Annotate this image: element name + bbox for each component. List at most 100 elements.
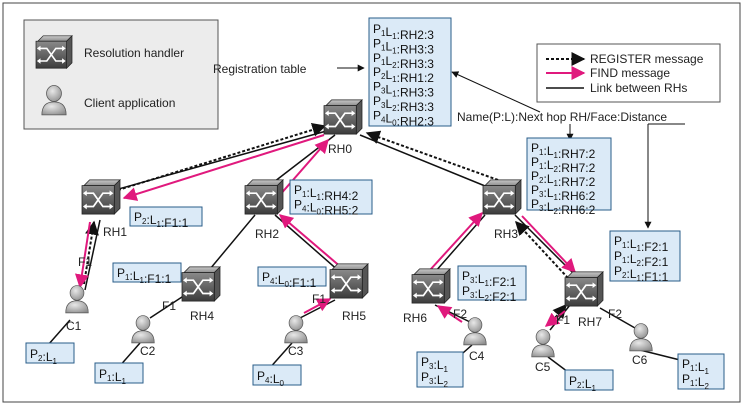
leader-c1 <box>47 319 71 346</box>
find-rh6-rh3 <box>429 211 483 271</box>
c2-tag-box <box>94 362 144 384</box>
c6-label: C6 <box>632 353 648 367</box>
c4-label: C4 <box>469 349 485 363</box>
register-rh3-rh0 <box>365 130 499 181</box>
link-rh0-rh1 <box>114 129 331 191</box>
client-tags-c4-line-0: P3:L1 <box>421 355 449 374</box>
rh2-icon <box>244 179 284 215</box>
rh6-label: RH6 <box>403 311 427 325</box>
find-c3-rh5 <box>303 298 332 314</box>
tables-rh7-line-0: P1:L1:F2:1 <box>614 234 669 254</box>
tables-rh5-line-0: P4:L0:F1:1 <box>262 270 317 290</box>
rh7-face-f1: F1 <box>556 313 570 327</box>
tables-rh3-line-1: P1:L2:RH7:2 <box>531 155 596 175</box>
c6-tag-box <box>677 353 725 390</box>
find-rh0-rh1 <box>122 134 325 201</box>
tables-rh2-line-0: P1:L1:RH4:2 <box>294 183 359 203</box>
rh7-icon <box>564 271 604 307</box>
c1-label: C1 <box>66 319 82 333</box>
tables-rh0-line-1: P1L1:RH3:3 <box>373 36 434 56</box>
rh1-icon <box>81 179 121 215</box>
client-tags-c4-line-1: P3:L2 <box>421 370 449 389</box>
find-rh5-rh2 <box>278 214 343 269</box>
rh4-icon <box>181 266 221 302</box>
rh0-label: RH0 <box>328 142 352 156</box>
leader-c6 <box>639 349 681 361</box>
rh4-table-box <box>112 262 182 283</box>
rh3-label: RH3 <box>494 227 518 241</box>
tables-rh6-line-0: P3:L1:F2:1 <box>462 269 517 289</box>
rh7-label: RH7 <box>578 315 602 329</box>
find-rh1-c1 <box>74 221 91 289</box>
name-format-label: Name(P:L):Next hop RH/Face:Distance <box>457 110 667 124</box>
rh5-table-box <box>257 266 327 287</box>
rh7-table-box <box>609 230 681 282</box>
rh2-table-box <box>289 179 373 215</box>
link-rh7-c6 <box>599 307 636 329</box>
client-tags-c3-line-0: P4:L0 <box>257 369 285 388</box>
rh4-label: RH4 <box>190 309 214 323</box>
table-boxes <box>25 17 725 391</box>
rh5-face-f1: F1 <box>312 292 326 306</box>
rh5-icon <box>329 263 369 299</box>
link-rh2-rh4 <box>204 214 256 276</box>
rh0-table-box <box>368 17 452 127</box>
annotation-arrows <box>337 64 685 229</box>
find-c4-rh6 <box>436 305 463 323</box>
tables-rh0-line-4: P3L1:RH3:3 <box>373 80 434 100</box>
legend-rh-label: Resolution handler <box>84 46 184 60</box>
rh6-icon <box>411 268 451 304</box>
link-rh0-rh3 <box>359 134 491 189</box>
c4-tag-box <box>416 351 464 388</box>
tables-rh0-line-5: P3L2:RH3:3 <box>373 94 434 114</box>
register-rh1-rh0 <box>117 123 327 191</box>
tables-rh3-line-0: P1:L1:RH7:2 <box>531 141 596 161</box>
legend-link-label: Link between RHs <box>590 81 687 95</box>
rh2-label: RH2 <box>255 227 279 241</box>
link-rh4-c2 <box>149 294 186 319</box>
c1-tag-box <box>25 342 75 364</box>
tables-rh0-line-6: P4L0:RH2:3 <box>373 108 434 128</box>
legend-client-label: Client application <box>84 96 175 110</box>
rh6-face-f2: F2 <box>453 307 467 321</box>
tables-rh7-line-2: P2:L1:F1:1 <box>614 264 669 284</box>
rh6-table-box <box>457 265 527 301</box>
client-tags-c2-line-0: P1:L1 <box>99 367 127 386</box>
tables-rh0-line-0: P1L1:RH2:3 <box>373 22 434 42</box>
tables-rh3-line-3: P3:L1:RH6:2 <box>531 183 596 203</box>
client-tags-c6-line-1: P1:L2 <box>682 372 710 391</box>
tables-rh0-line-3: P2L1:RH1:2 <box>373 65 434 85</box>
register-rh7-rh3 <box>515 220 569 279</box>
tables-rh2-line-1: P4:L0:RH5:2 <box>294 198 359 218</box>
rh0-icon <box>323 99 363 135</box>
c5-label: C5 <box>535 360 551 374</box>
legend-find-label: FIND message <box>590 66 670 80</box>
c2-label: C2 <box>140 344 156 358</box>
table-text: P1L1:RH2:3P1L1:RH3:3P1L2:RH3:3P2L1:RH1:2… <box>30 22 710 393</box>
legend-register-label: REGISTER message <box>590 52 704 66</box>
client-tags-c6-line-0: P1:L1 <box>682 357 710 376</box>
rh1-face-f1: F1 <box>78 255 92 269</box>
tables-rh4-line-0: P1:L1:F1:1 <box>117 266 172 286</box>
tables-rh3-line-4: P3:L2:RH6:2 <box>531 197 596 217</box>
tables-rh1-line-0: P2:L1:F1:1 <box>134 210 189 230</box>
c5-tag-box <box>564 369 614 391</box>
rh1-label: RH1 <box>103 225 127 239</box>
legend-resolution-handler-icon <box>35 34 73 70</box>
name-format-arrow-rh0 <box>451 71 541 113</box>
rh7-face-f2: F2 <box>608 307 622 321</box>
tables-rh6-line-1: P3:L2:F2:1 <box>462 284 517 304</box>
rh3-icon <box>482 179 522 215</box>
registration-table-label: Registration table <box>213 62 307 76</box>
c3-label: C3 <box>288 344 304 358</box>
rh1-table-box <box>129 206 203 227</box>
client-tags-c5-line-0: P2:L1 <box>569 374 597 393</box>
tables-rh0-line-2: P1L2:RH3:3 <box>373 51 434 71</box>
rh3-table-box <box>526 137 612 211</box>
rh5-label: RH5 <box>342 309 366 323</box>
client-tags-c1-line-0: P2:L1 <box>30 347 58 366</box>
tables-rh3-line-2: P2:L1:RH7:2 <box>531 169 596 189</box>
c3-tag-box <box>252 364 302 386</box>
